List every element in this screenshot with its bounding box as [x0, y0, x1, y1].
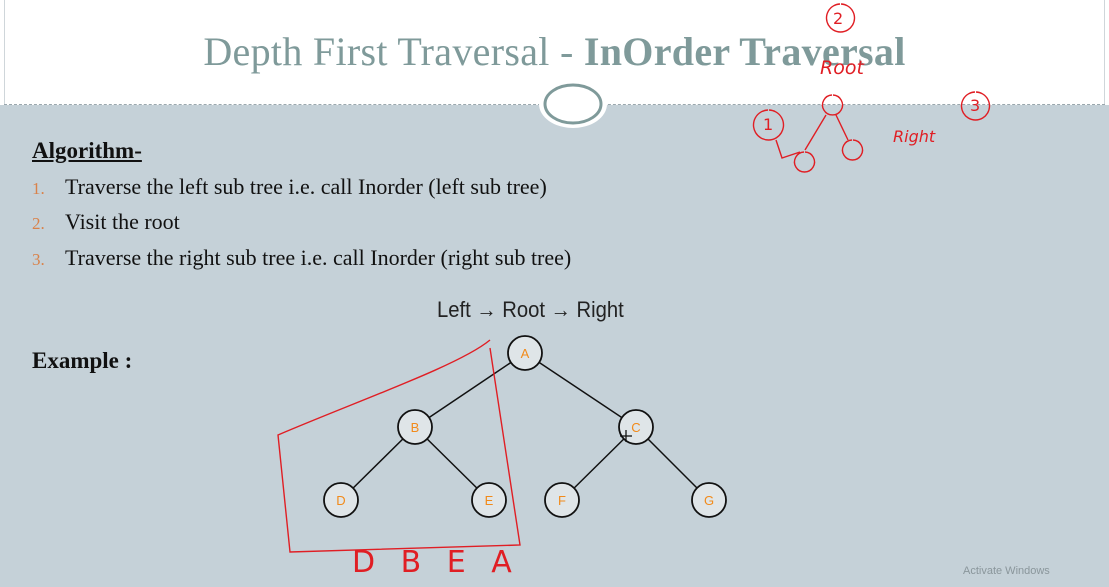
tree-node-b: B [397, 409, 433, 445]
step-number: 3. [32, 250, 45, 269]
annotation-mini-root [821, 94, 844, 116]
annotation-l-mark [775, 139, 801, 159]
annotation-right-note: Right [893, 127, 936, 146]
step-number: 2. [32, 214, 45, 233]
header-right-border [1104, 0, 1105, 105]
traversal-result: D B E A [352, 545, 520, 580]
tree-node-e: E [471, 482, 507, 518]
annotation-root-note: Root [820, 57, 865, 79]
tree-node-d: D [323, 482, 359, 518]
svg-text:B: B [411, 420, 420, 435]
divider-ornament [537, 78, 609, 130]
svg-text:A: A [521, 346, 530, 361]
windows-watermark: Activate Windows [963, 565, 1050, 577]
annotation-mini-right [841, 139, 864, 161]
svg-text:C: C [631, 420, 640, 435]
svg-text:G: G [704, 493, 714, 508]
annotation-circle-3 [960, 91, 991, 121]
annotation-num-1: 1 [763, 115, 773, 134]
tree-node-f: F [544, 482, 580, 518]
svg-text:F: F [558, 493, 566, 508]
step-item: 1. Traverse the left sub tree i.e. call I… [32, 174, 547, 200]
edge-a-c [524, 352, 637, 428]
step-text: Traverse the left sub tree i.e. call Ino… [65, 174, 547, 199]
step-text: Traverse the right sub tree i.e. call In… [65, 245, 572, 270]
crosshair-cursor [620, 430, 632, 442]
title-plain: Depth First Traversal - [203, 29, 584, 74]
annotation-mini-edges [804, 114, 849, 151]
edge-a-b [414, 352, 526, 428]
step-text: Visit the root [65, 209, 180, 234]
tree-node-g: G [691, 482, 727, 518]
left-subtree-enclosure [277, 339, 521, 553]
annotation-num-2: 2 [833, 9, 843, 28]
step-item: 3. Traverse the right sub tree i.e. call … [32, 245, 571, 271]
annotation-circle-1 [752, 109, 785, 141]
annotation-circle-2 [825, 3, 856, 33]
tree-node-c: C [618, 409, 654, 445]
annotation-mini-left [793, 151, 816, 173]
svg-text:D: D [336, 493, 345, 508]
header-left-border [4, 0, 5, 105]
tree-node-a: A [507, 335, 543, 371]
example-label: Example : [32, 348, 133, 373]
slide-title: Depth First Traversal - InOrder Traversa… [0, 28, 1109, 75]
traversal-order-label: Left → Root → Right [437, 297, 624, 322]
step-item: 2. Visit the root [32, 209, 180, 235]
svg-text:E: E [485, 493, 494, 508]
annotation-num-3: 3 [970, 96, 980, 115]
title-bold: InOrder Traversal [583, 29, 906, 74]
algorithm-heading: Algorithm- [32, 138, 142, 163]
step-number: 1. [32, 179, 45, 198]
